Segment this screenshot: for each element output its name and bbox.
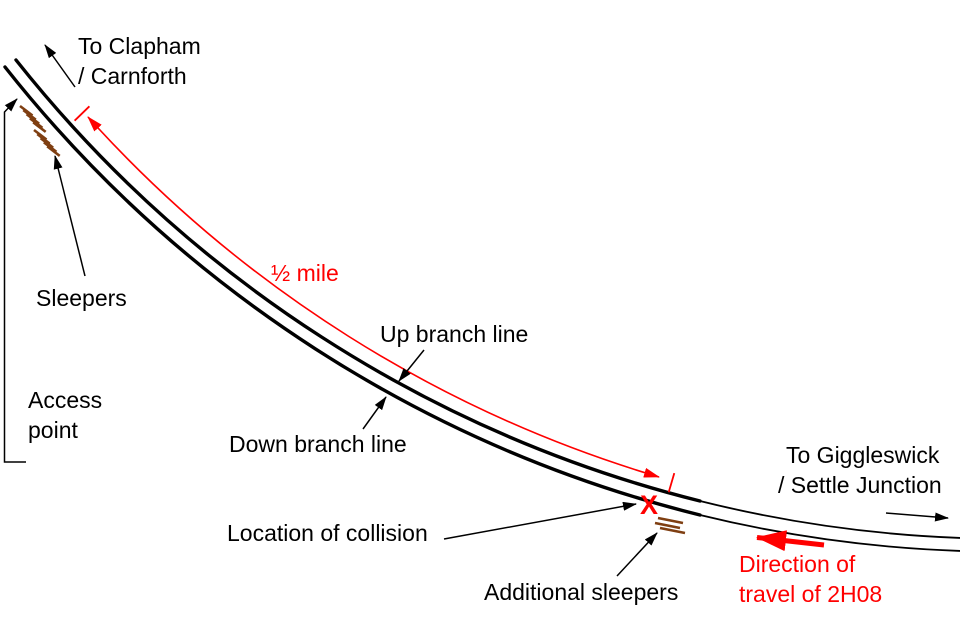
location-of-collision-label: Location of collision: [227, 520, 428, 546]
access-point-label: Access point: [28, 385, 102, 445]
sleepers-label: Sleepers: [36, 285, 127, 311]
sleepers-pointer-arrow: [53, 155, 86, 277]
access-point-pointer: [3, 98, 26, 463]
collision-x-marker: X: [640, 490, 658, 520]
up-branch-line-label: Up branch line: [380, 321, 529, 347]
direction-of-travel-arrow: [756, 530, 825, 552]
up-branch-track-continuation: [699, 500, 960, 539]
down-branch-pointer-arrow: [362, 396, 387, 430]
access-point-label-line2: point: [28, 417, 78, 443]
additional-sleepers-label: Additional sleepers: [484, 579, 679, 605]
collision-pointer-arrow: [443, 501, 637, 540]
dimension-tick-end: [667, 472, 676, 493]
direction-of-travel-label-line1: Direction of: [739, 551, 856, 577]
down-branch-track-continuation: [699, 514, 960, 552]
additional-sleepers-markers: [654, 516, 686, 535]
half-mile-dimension-arc: [87, 116, 660, 478]
sleepers-stack-markers: [19, 104, 61, 157]
to-giggleswick-label-line1: To Giggleswick: [786, 442, 940, 468]
to-clapham-arrow: [44, 44, 76, 88]
direction-of-travel-label: Direction of travel of 2H08: [739, 549, 882, 609]
to-giggleswick-label-line2: / Settle Junction: [778, 472, 942, 498]
to-clapham-label-line1: To Clapham: [78, 33, 201, 59]
up-branch-pointer-arrow: [398, 349, 425, 382]
to-clapham-label: To Clapham / Carnforth: [78, 31, 201, 91]
additional-sleepers-pointer-arrow: [616, 532, 658, 577]
direction-of-travel-label-line2: travel of 2H08: [739, 581, 883, 607]
down-branch-line-label: Down branch line: [229, 431, 407, 457]
half-mile-label: ½ mile: [271, 260, 339, 286]
to-clapham-label-line2: / Carnforth: [78, 63, 187, 89]
access-point-label-line1: Access: [28, 387, 103, 413]
to-giggleswick-arrow: [885, 512, 949, 522]
dimension-tick-start: [73, 105, 91, 122]
